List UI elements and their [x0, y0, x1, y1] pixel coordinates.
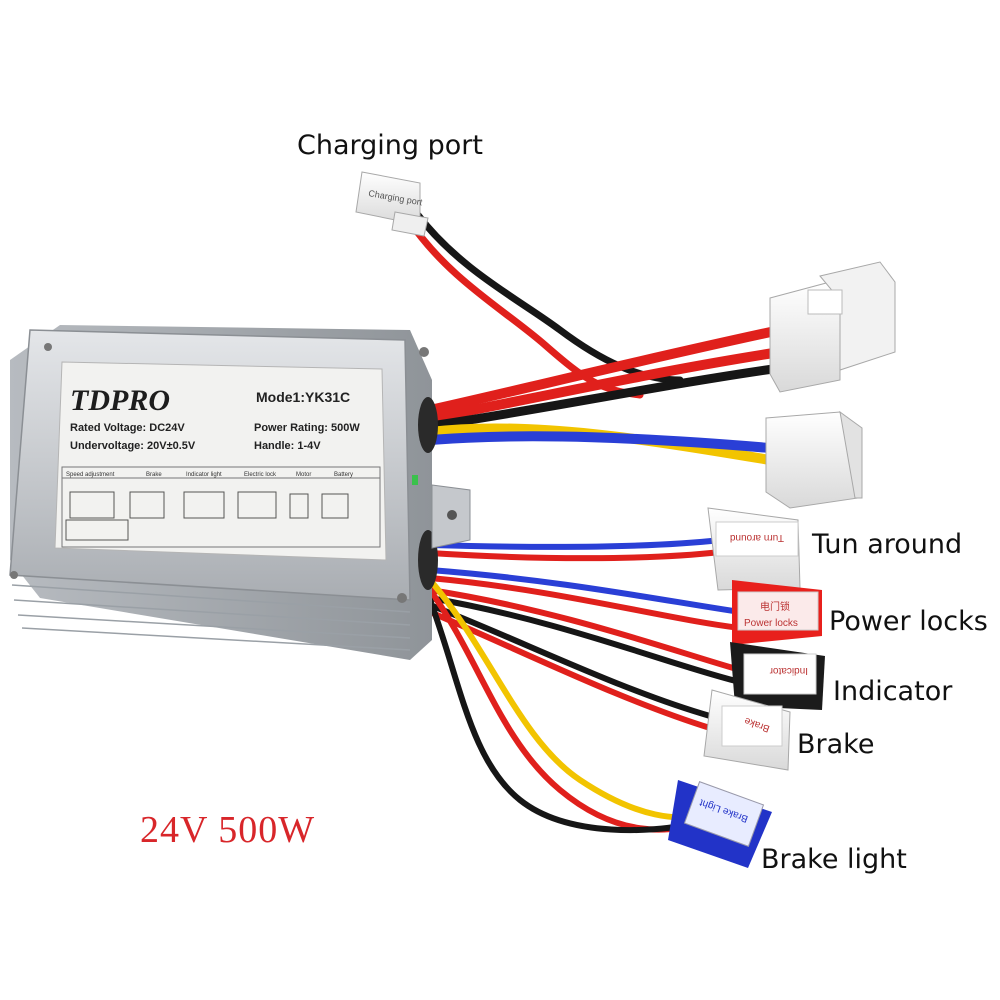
brake-connector: Brake [703, 689, 791, 771]
model-text: Mode1:YK31C [256, 389, 350, 405]
brake-light-connector: Brake Light [668, 780, 772, 868]
brake-light-label: Brake light [761, 844, 907, 875]
undervoltage-text: Undervoltage: 20V±0.5V [70, 440, 196, 452]
power-locks-label: Power locks [829, 606, 988, 637]
motor-connector [765, 410, 863, 509]
wire-harness [406, 211, 785, 834]
indicator-connector: Indicator [730, 642, 825, 710]
diagram-header: Brake [146, 472, 162, 478]
turn-around-connector: Turn around [707, 507, 801, 591]
diagram-header: Indicator light [186, 472, 222, 478]
indicator-label: Indicator [833, 676, 953, 707]
spec-sticker: TDPRO Mode1:YK31C Rated Voltage: DC24V P… [54, 361, 387, 561]
indicator-tag: Indicator [769, 665, 808, 676]
rated-voltage-text: Rated Voltage: DC24V [70, 422, 185, 434]
controller-box: TDPRO Mode1:YK31C Rated Voltage: DC24V P… [9, 325, 471, 660]
screw-icon [419, 347, 429, 357]
battery-connector [769, 261, 896, 393]
brand-logo: TDPRO [70, 384, 170, 417]
power-rating-text: Power Rating: 500W [254, 422, 360, 434]
diagram-header: Speed adjustment [66, 472, 115, 478]
screw-icon [397, 593, 407, 603]
wiring-diagram-headers: Speed adjustment Brake Indicator light Elec… [66, 472, 353, 478]
charging-port-label: Charging port [297, 130, 483, 161]
screw-icon [44, 343, 52, 351]
power-locks-connector: 电门锁 Power locks [732, 580, 822, 645]
brake-label: Brake [797, 729, 875, 760]
turn-around-tag: Turn around [730, 532, 784, 543]
handle-text: Handle: 1-4V [254, 440, 321, 452]
power-locks-cn-tag: 电门锁 [760, 600, 790, 613]
charging-port-connector: Charging port [355, 171, 429, 237]
diagram-header: Motor [296, 472, 311, 478]
turn-around-label: Tun around [812, 529, 963, 560]
power-locks-tag: Power locks [744, 618, 798, 629]
voltage-power-spec: 24V 500W [140, 809, 316, 851]
diagram-header: Battery [334, 472, 353, 478]
screw-icon [10, 571, 18, 579]
diagram-header: Electric lock [244, 472, 277, 478]
